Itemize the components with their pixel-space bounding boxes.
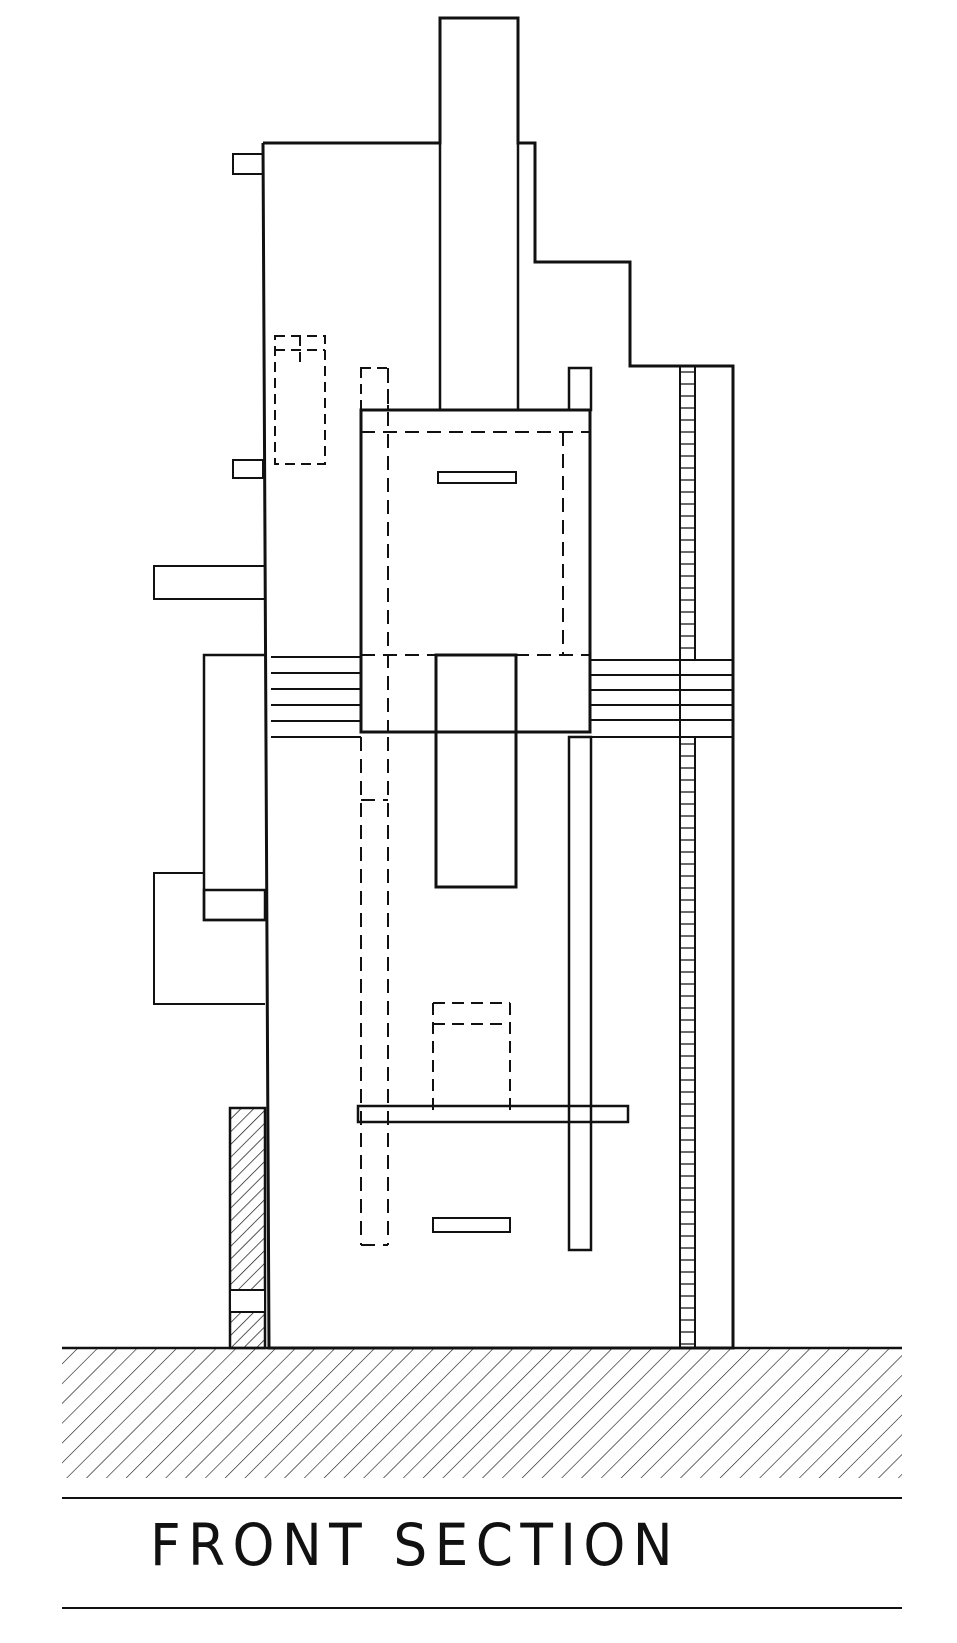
ladder-rungs xyxy=(680,371,695,1345)
upper-ledge xyxy=(232,153,264,175)
left-lower-box xyxy=(202,653,265,922)
floor-slab-left xyxy=(271,656,361,738)
left-overhang xyxy=(153,565,266,600)
hall-slot-lower xyxy=(432,1217,511,1233)
mid-ledge xyxy=(232,459,264,479)
central-hall xyxy=(359,408,592,734)
lower-dashed-column xyxy=(360,737,389,1246)
dashed-door-lower xyxy=(432,1002,511,1110)
right-column xyxy=(567,735,593,1252)
drawing-title: FRONT SECTION xyxy=(150,1511,681,1579)
ground-hatch xyxy=(62,1348,902,1478)
left-bottom-box xyxy=(153,872,265,1005)
floor-slab-right xyxy=(590,659,733,738)
right-column-top xyxy=(567,366,593,412)
lower-beam xyxy=(356,1104,630,1124)
hall-column-dashed xyxy=(360,367,389,411)
hall-slot-upper xyxy=(437,471,517,484)
dashed-window-upper-left xyxy=(274,335,326,465)
central-pier xyxy=(434,653,518,889)
left-lower-ledge xyxy=(202,888,267,922)
building-outline xyxy=(261,16,735,1350)
hall-dashed-outline xyxy=(361,368,590,732)
